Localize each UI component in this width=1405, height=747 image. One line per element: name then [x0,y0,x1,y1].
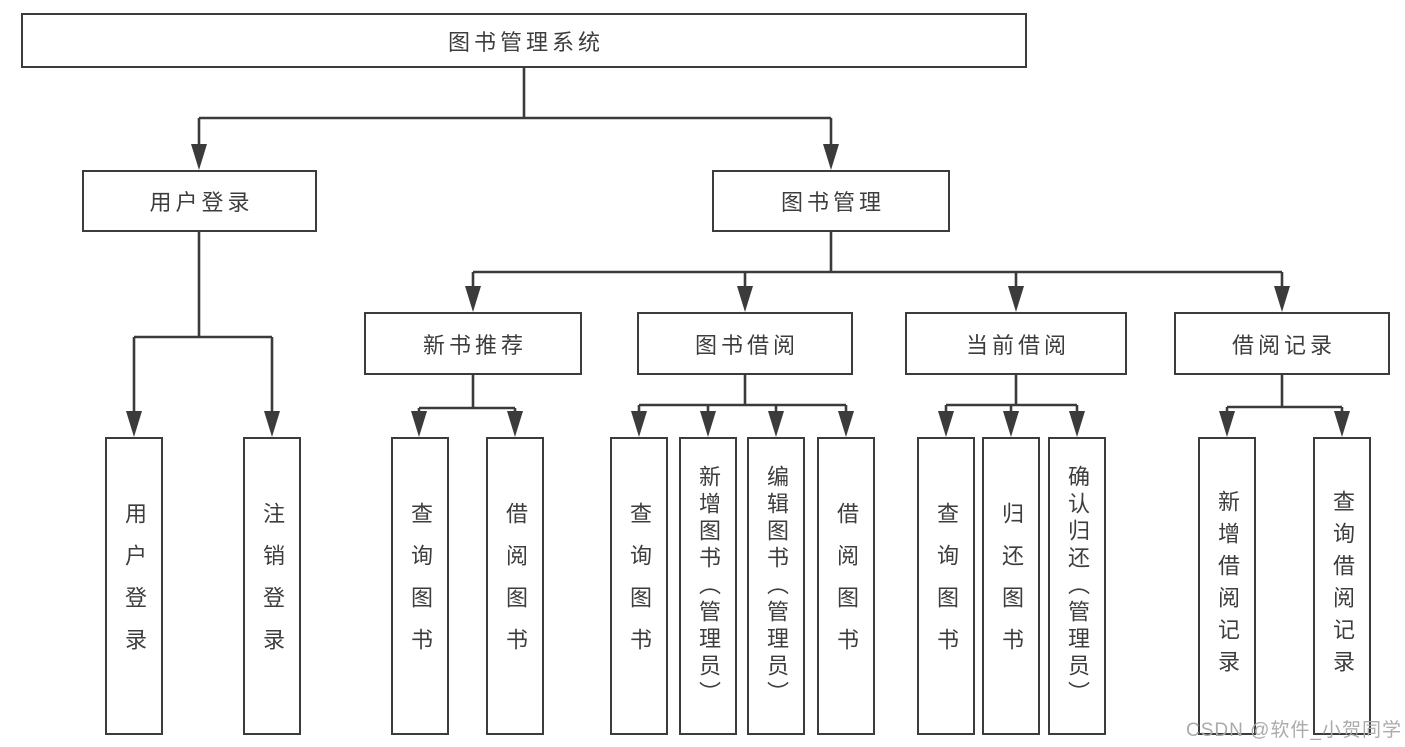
leaf-logout: 注销登录 [243,437,301,735]
node-book-management: 图书管理 [712,170,950,232]
leaf-user-login: 用户登录 [105,437,163,735]
leaf-add-books-admin: 新增图书（管理员） [679,437,737,735]
node-borrow-records: 借阅记录 [1174,312,1390,375]
leaf-edit-books-admin: 编辑图书（管理员） [747,437,805,735]
node-user-login: 用户登录 [82,170,317,232]
watermark: CSDN @软件_小贺同学 [1186,720,1402,741]
node-library-management-system: 图书管理系统 [21,13,1027,68]
node-book-borrow: 图书借阅 [637,312,853,375]
leaf-borrow-books-borrow: 借阅图书 [817,437,875,735]
node-current-borrow: 当前借阅 [905,312,1127,375]
leaf-query-books-current: 查询图书 [917,437,975,735]
leaf-confirm-return-admin: 确认归还（管理员） [1048,437,1106,735]
leaf-add-borrow-record: 新增借阅记录 [1198,437,1256,735]
leaf-query-books-borrow: 查询图书 [610,437,668,735]
node-new-book-recommend: 新书推荐 [364,312,582,375]
leaf-query-books-recommend: 查询图书 [391,437,449,735]
leaf-query-borrow-record: 查询借阅记录 [1313,437,1371,735]
leaf-return-books: 归还图书 [982,437,1040,735]
leaf-borrow-books-recommend: 借阅图书 [486,437,544,735]
